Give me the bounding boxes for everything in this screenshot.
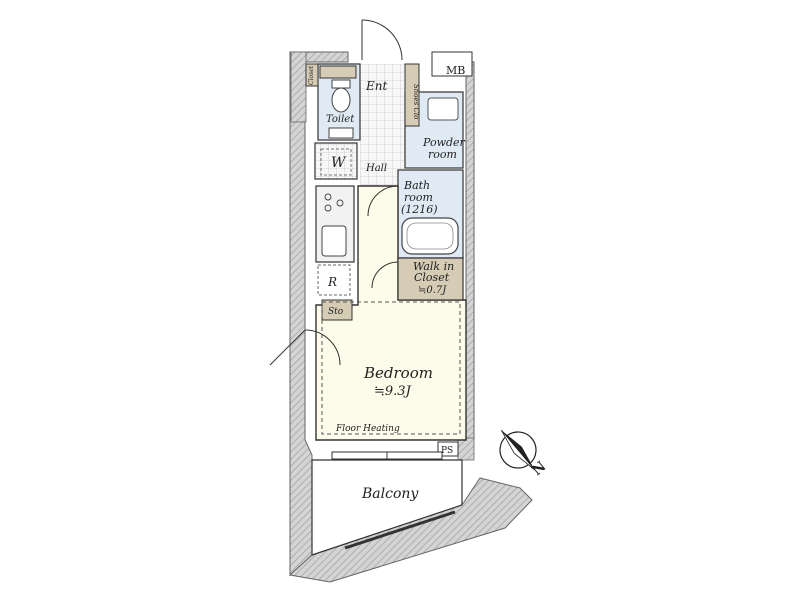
label-balcony: Balcony bbox=[361, 486, 419, 502]
north-compass bbox=[499, 429, 537, 471]
bath-door-swing bbox=[367, 185, 399, 217]
label-bath-3: (1216) bbox=[401, 203, 438, 216]
label-shoes-closet: Shoes Clo bbox=[412, 84, 420, 119]
label-washer: W bbox=[331, 155, 347, 171]
label-bath-2: room bbox=[404, 191, 433, 204]
label-bedroom-size: ≒9.3J bbox=[374, 384, 412, 399]
meter-box bbox=[431, 51, 473, 77]
label-walkin-1: Walk in bbox=[413, 260, 454, 273]
kitchen-sink bbox=[321, 225, 347, 257]
stove-burner-top bbox=[324, 193, 332, 201]
column-lower-right bbox=[457, 437, 475, 461]
doors bbox=[269, 19, 403, 366]
exterior-walls bbox=[288, 51, 533, 583]
label-mb: MB bbox=[446, 64, 465, 77]
label-powder-2: room bbox=[428, 148, 457, 161]
room-labels: Ent Toilet Closet Shoes Clo MB Powder ro… bbox=[308, 64, 550, 502]
label-bedroom: Bedroom bbox=[363, 364, 433, 382]
label-storage: Sto bbox=[328, 307, 344, 317]
washer-outline bbox=[320, 148, 352, 176]
walk-in-closet bbox=[397, 257, 464, 301]
label-bath-1: Bath bbox=[403, 179, 430, 192]
toilet-tank bbox=[331, 79, 351, 89]
label-floor-heating: Floor Heating bbox=[335, 424, 400, 434]
bathtub bbox=[401, 217, 459, 255]
stove-burner-center bbox=[336, 199, 344, 207]
toilet-closet bbox=[305, 63, 319, 87]
label-toilet: Toilet bbox=[326, 114, 355, 125]
label-powder-1: Powder bbox=[422, 136, 466, 149]
balcony-door-leaf bbox=[269, 329, 306, 366]
closet-door-swing bbox=[371, 261, 399, 289]
toilet-bowl bbox=[331, 87, 351, 113]
compass-needle-light bbox=[500, 429, 536, 471]
entrance-door-swing bbox=[361, 19, 403, 61]
fridge-space bbox=[317, 264, 351, 296]
toilet-shelf bbox=[319, 65, 357, 79]
label-walkin-size: ≒0.7J bbox=[418, 285, 447, 296]
floor-heating-zone bbox=[321, 301, 461, 435]
balcony-railing bbox=[344, 510, 456, 550]
shoes-closet bbox=[404, 63, 420, 127]
label-hall: Hall bbox=[365, 163, 387, 174]
label-walkin-2: Closet bbox=[414, 271, 450, 284]
toilet-sink bbox=[328, 127, 354, 139]
label-fridge: R bbox=[327, 275, 337, 289]
pipe-shaft bbox=[437, 441, 459, 457]
label-ps: PS bbox=[441, 446, 453, 456]
column-upper-left bbox=[290, 51, 307, 123]
powder-sink bbox=[427, 97, 459, 121]
label-closet-small: Closet bbox=[308, 65, 315, 85]
balcony-floor bbox=[311, 459, 463, 556]
label-entrance: Ent bbox=[365, 79, 387, 93]
stove-burner-bottom bbox=[324, 204, 332, 212]
balcony-door-swing bbox=[304, 329, 341, 366]
bathtub-inner bbox=[406, 222, 454, 250]
hall-tile-floor bbox=[360, 64, 405, 186]
